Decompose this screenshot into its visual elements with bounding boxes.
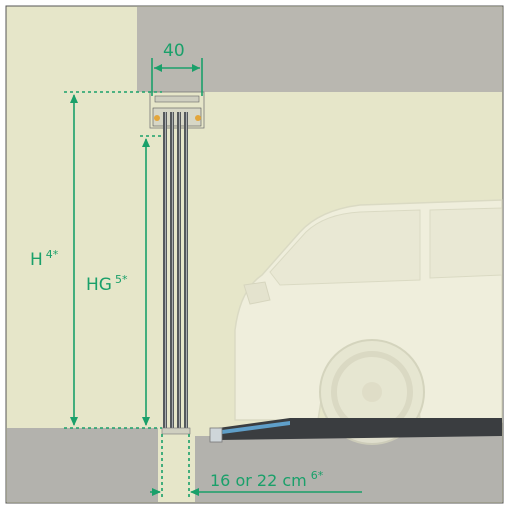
floor-slab-left [7, 428, 158, 502]
frame-border [5, 5, 504, 504]
floor-slab-right [195, 436, 502, 502]
dimension-arrowheads [70, 64, 200, 496]
height-dim-text: H [30, 250, 43, 270]
pit-dim-label: 16 or 22 cm 6* [210, 469, 324, 490]
guide-height-dim-text: HG [86, 275, 112, 295]
width-dim-label: 40 [163, 41, 185, 61]
lift-column [149, 91, 205, 435]
pit-dim-note: 6* [311, 469, 324, 482]
height-dim-note: 4* [46, 248, 59, 261]
pit-dim-text: 16 or 22 cm [210, 471, 307, 490]
guide-height-dim-note: 5* [115, 273, 128, 286]
ceiling-slab [137, 7, 502, 92]
parking-platform [209, 418, 502, 443]
dimension-lines [64, 58, 362, 498]
